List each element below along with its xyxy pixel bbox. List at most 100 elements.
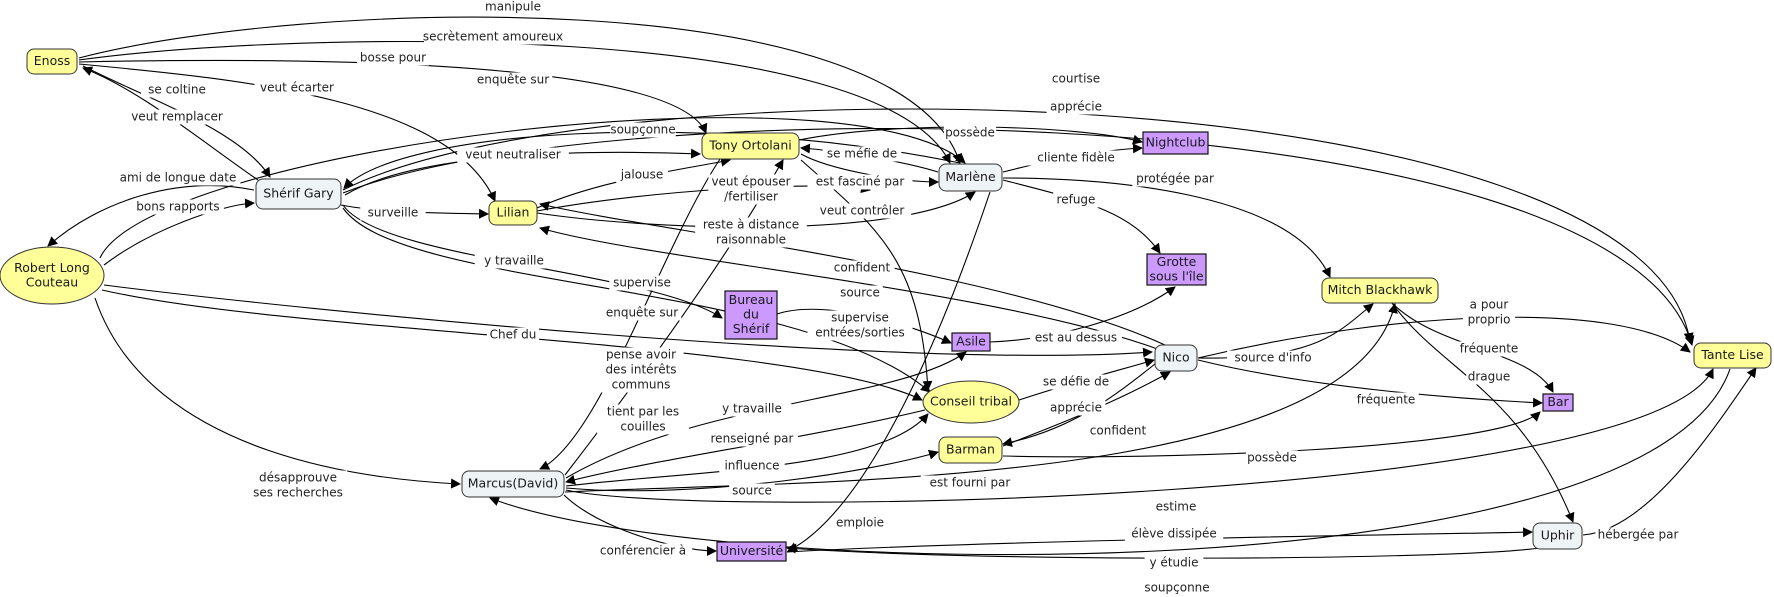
- node-label: Bureau: [729, 292, 774, 307]
- edge-label: courtise: [1046, 71, 1106, 87]
- node-conseil[interactable]: Conseil tribal: [922, 380, 1020, 424]
- node-universite[interactable]: Université: [716, 541, 787, 562]
- edge-label-background: [602, 305, 682, 321]
- edge-label-background: [712, 401, 792, 417]
- edge-label: refuge: [1053, 192, 1099, 208]
- edge-label-background: [706, 431, 798, 447]
- edge-label-text: drague: [1468, 370, 1511, 384]
- edge-label: bons rapports: [132, 199, 224, 215]
- edge-label-background: [1085, 423, 1151, 439]
- node-uphir[interactable]: Uphir: [1532, 522, 1583, 550]
- node-asile[interactable]: Asile: [951, 332, 991, 352]
- node-gary[interactable]: Shérif Gary: [255, 178, 342, 210]
- edge-label-background: [248, 470, 348, 501]
- node-label: Marcus(David): [468, 476, 558, 491]
- edge-label: confident: [829, 260, 895, 276]
- node-shape: [255, 178, 342, 210]
- node-label: du: [743, 307, 759, 322]
- edge-robert-to-nico: [103, 284, 1153, 358]
- node-label: Grotte: [1157, 254, 1197, 269]
- edge-label-background: [357, 50, 429, 66]
- edge-label-text: influence: [724, 459, 779, 473]
- edge-label-text: protégée par: [1136, 172, 1214, 186]
- node-label: Enoss: [34, 53, 71, 68]
- node-nightclub[interactable]: Nightclub: [1142, 131, 1209, 155]
- edge-label: confident: [1085, 423, 1151, 439]
- node-mitch[interactable]: Mitch Blackhawk: [1321, 277, 1439, 304]
- edge-label: apprécie: [1046, 99, 1106, 115]
- edge-label-text: apprécie: [1050, 100, 1102, 114]
- edge-label-background: [473, 72, 553, 88]
- edge-label-text: conférencier à: [600, 544, 686, 558]
- edge-label: jalouse: [615, 167, 669, 183]
- edge-label-background: [829, 260, 895, 276]
- edge-label-text: source: [840, 286, 880, 300]
- node-shape: [716, 541, 787, 562]
- edge-label-text: est au dessus: [1035, 331, 1117, 345]
- edge-label-text: emploie: [836, 516, 884, 530]
- edge-label-text: y étudie: [1150, 556, 1199, 570]
- edge-label-background: [457, 147, 569, 163]
- edge-label-text: fréquente: [1460, 342, 1519, 356]
- edge-label-text: est fasciné par: [816, 175, 905, 189]
- node-marlene[interactable]: Marlène: [938, 163, 1003, 192]
- node-label: sous l'île: [1149, 268, 1203, 283]
- edge-label-background: [1053, 192, 1099, 208]
- node-label: Couteau: [26, 274, 78, 289]
- edge-label-background: [812, 203, 912, 219]
- edge-label-background: [1046, 71, 1106, 87]
- edge-label: fréquente: [1353, 392, 1419, 408]
- edge-label: y travaille: [712, 401, 792, 417]
- edge-label-text: se coltine: [148, 83, 206, 97]
- node-label: Asile: [956, 334, 986, 349]
- edge-label: hébergée par: [1595, 527, 1681, 543]
- node-lilian[interactable]: Lilian: [488, 200, 538, 226]
- edge-label-text: hébergée par: [1598, 528, 1679, 542]
- edge-label-text: couilles: [620, 420, 665, 434]
- edge-label: enquête sur: [473, 72, 553, 88]
- edge-marlene-to-mitch: [1002, 177, 1331, 278]
- node-barman[interactable]: Barman: [938, 436, 1003, 464]
- node-shape: [26, 48, 78, 75]
- edge-label-text: veut écarter: [260, 81, 334, 95]
- edge-label-text: pense avoir: [606, 348, 676, 362]
- node-enoss[interactable]: Enoss: [26, 48, 78, 75]
- edge-label-text: courtise: [1052, 72, 1100, 86]
- edge-label-text: ami de longue date: [120, 171, 237, 185]
- node-shape: [1142, 131, 1209, 155]
- node-marcus[interactable]: Marcus(David): [461, 470, 565, 498]
- edge-label-background: [1466, 369, 1512, 385]
- edge-barman-to-bar: [1002, 411, 1541, 458]
- edge-marcus-to-mitch: [564, 303, 1398, 493]
- edge-label-text: enquête sur: [477, 73, 549, 87]
- edge-label-text: confident: [834, 261, 891, 275]
- edge-label-text: bons rapports: [136, 200, 219, 214]
- node-bar[interactable]: Bar: [1542, 393, 1574, 412]
- edge-label-background: [483, 0, 543, 15]
- node-tony[interactable]: Tony Ortolani: [701, 132, 800, 160]
- edge-label-text: source d'info: [1234, 351, 1311, 365]
- edge-label: conférencier à: [593, 543, 693, 559]
- edge-label-text: manipule: [485, 0, 541, 14]
- edge-label-background: [609, 275, 675, 291]
- edge-label-background: [1144, 555, 1204, 571]
- edge-marlene-to-universite: [787, 191, 991, 552]
- edge-tante-to-marcus: [489, 368, 1731, 556]
- node-label: Nico: [1162, 350, 1189, 365]
- node-nico[interactable]: Nico: [1154, 344, 1198, 372]
- edge-label-text: possède: [1247, 451, 1297, 465]
- edge-nico-to-lilian: [539, 201, 1166, 346]
- node-tante[interactable]: Tante Lise: [1693, 342, 1772, 369]
- edge-label: estime: [1153, 499, 1199, 515]
- edge-label-background: [127, 109, 227, 125]
- edge-label-background: [1046, 400, 1106, 416]
